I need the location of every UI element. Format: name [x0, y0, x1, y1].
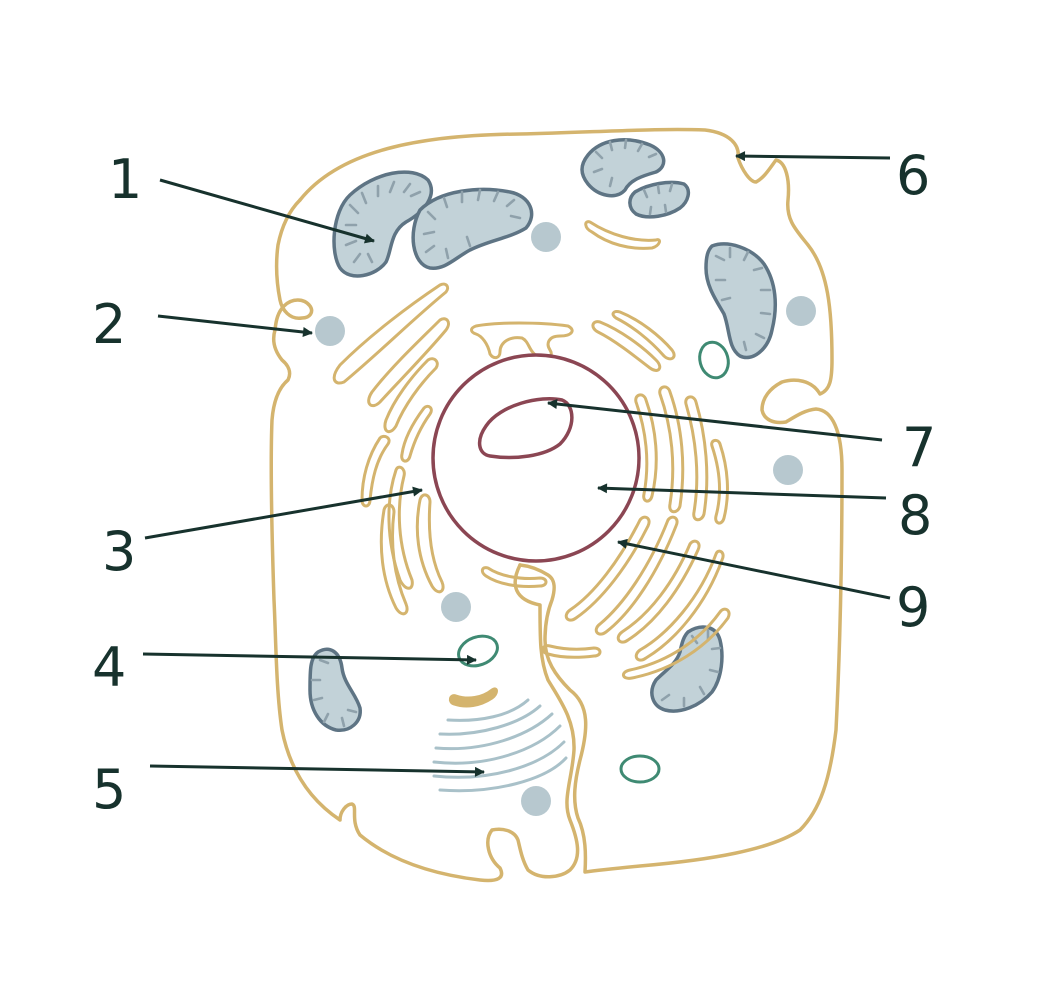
mitochondrion-5	[704, 242, 778, 360]
mitochondrion-4	[628, 180, 691, 219]
mitochondrion-6	[308, 647, 362, 732]
vesicle	[698, 340, 730, 380]
mitochondrion-2	[411, 187, 534, 270]
mitochondrion-1	[332, 170, 434, 278]
label-7: 7	[902, 416, 936, 479]
vesicle	[619, 754, 661, 784]
arrow-9	[617, 538, 891, 600]
ribosome	[521, 786, 551, 816]
label-3: 3	[102, 520, 136, 583]
nucleolus	[477, 397, 574, 460]
arrow-7	[547, 399, 883, 442]
labels: 1 2 3 4 5 6 7 8 9	[92, 144, 936, 821]
label-2: 2	[92, 293, 126, 356]
arrow-6	[735, 151, 891, 162]
vesicle-lysosome	[457, 634, 499, 668]
label-8: 8	[898, 484, 932, 547]
ribosome	[773, 455, 803, 485]
cell-membrane	[298, 127, 844, 874]
endoplasmic-reticulum	[332, 220, 731, 708]
label-9: 9	[896, 576, 930, 639]
arrow-1	[159, 178, 375, 244]
label-1: 1	[108, 148, 142, 211]
label-6: 6	[896, 144, 930, 207]
arrow-2	[157, 314, 313, 337]
ribosome	[441, 592, 471, 622]
arrow-4	[142, 652, 477, 665]
nuclear-envelope	[431, 353, 641, 563]
arrow-8	[597, 483, 887, 500]
cell-membrane-lower-left	[269, 198, 580, 883]
ribosome	[531, 222, 561, 252]
ribosome	[786, 296, 816, 326]
ribosome	[315, 316, 345, 346]
label-5: 5	[92, 758, 126, 821]
arrow-3	[144, 486, 423, 540]
arrows	[142, 151, 891, 777]
mitochondrion-3	[580, 138, 666, 198]
golgi-apparatus	[432, 698, 568, 793]
label-4: 4	[92, 636, 126, 699]
ribosomes	[315, 222, 816, 816]
arrow-5	[149, 764, 485, 777]
nucleus	[431, 353, 641, 563]
